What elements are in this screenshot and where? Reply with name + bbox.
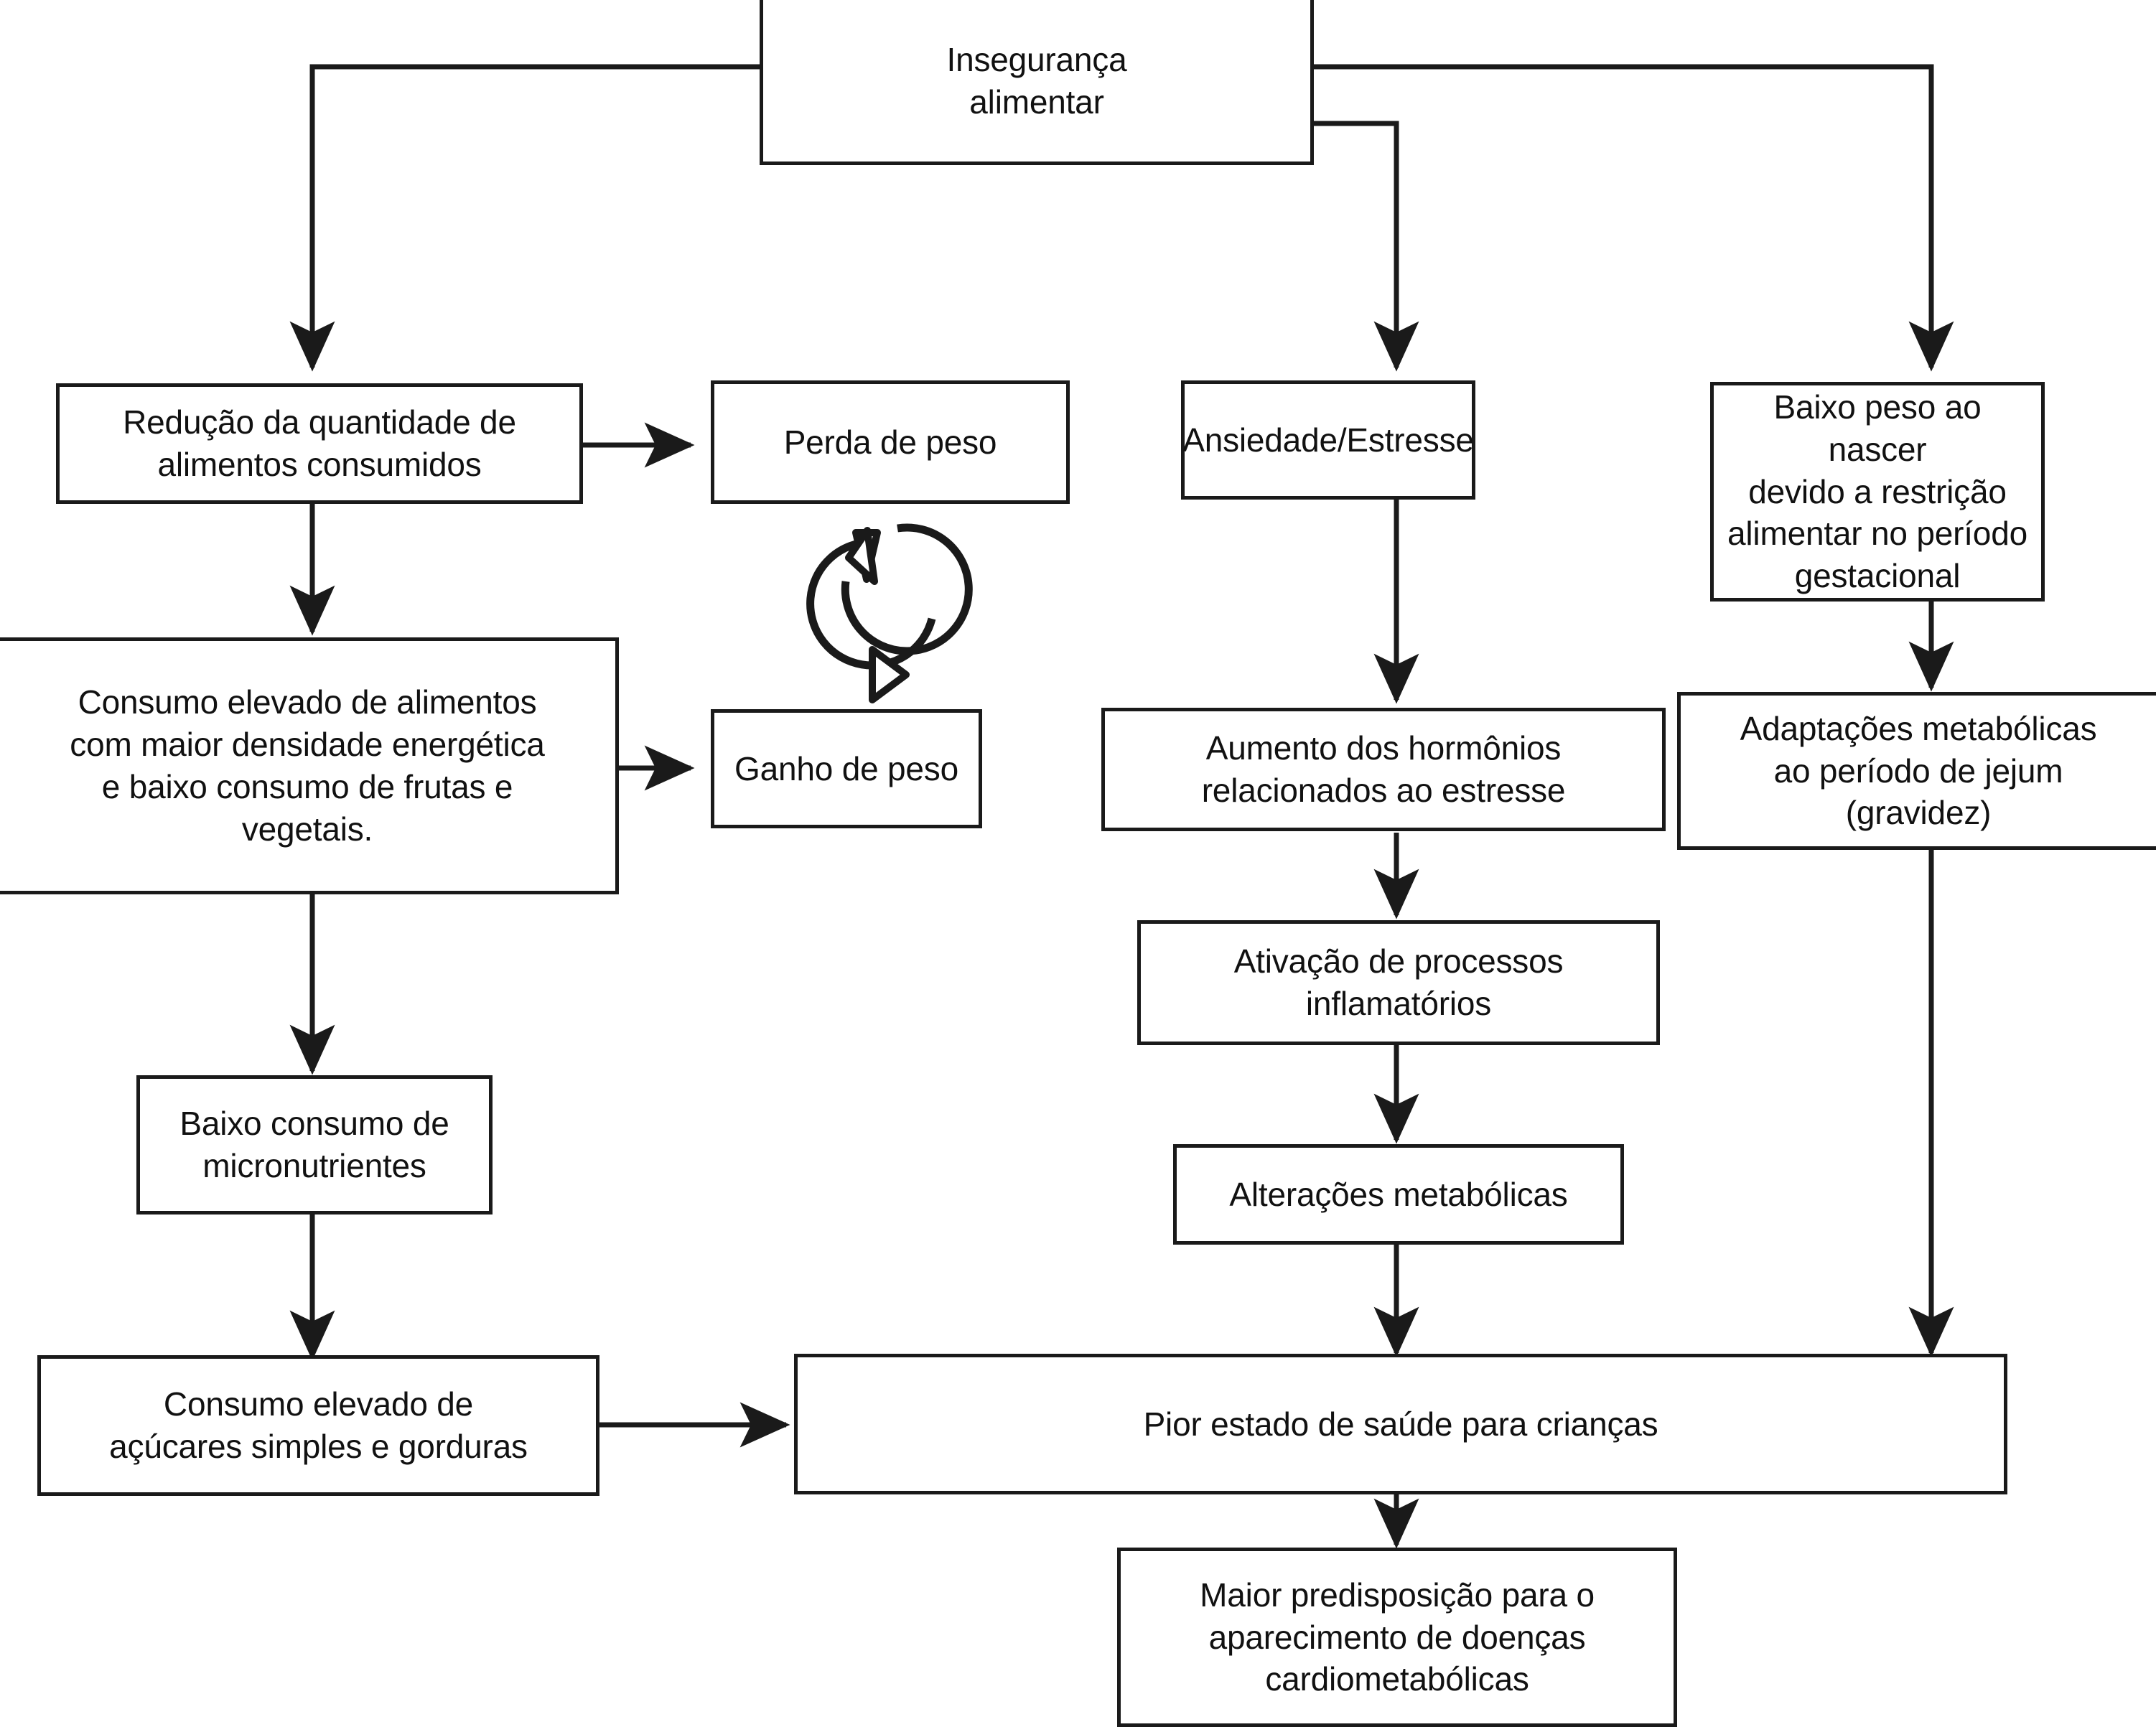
node-consumo-elevado-acucares-gorduras[interactable]: Consumo elevado de açúcares simples e go… — [37, 1355, 599, 1496]
node-consumo-elevado-alimentos-densidade[interactable]: Consumo elevado de alimentos com maior d… — [0, 637, 619, 894]
node-label: Consumo elevado de alimentos com maior d… — [70, 683, 545, 848]
node-baixo-consumo-micronutrientes[interactable]: Baixo consumo de micronutrientes — [136, 1075, 493, 1214]
node-aumento-hormonios-estresse[interactable]: Aumento dos hormônios relacionados ao es… — [1101, 708, 1666, 831]
node-ativacao-processos-inflamatorios[interactable]: Ativação de processos inflamatórios — [1137, 920, 1660, 1045]
node-ganho-de-peso[interactable]: Ganho de peso — [711, 709, 982, 828]
edge-root-to-baixopeso — [1314, 64, 1954, 372]
node-label: Maior predisposição para o aparecimento … — [1200, 1576, 1595, 1698]
node-label: Ansiedade/Estresse — [1182, 421, 1474, 459]
node-pior-estado-saude-criancas[interactable]: Pior estado de saúde para crianças — [794, 1354, 2007, 1494]
node-label: Adaptações metabólicas ao período de jej… — [1740, 709, 2097, 832]
node-label: Aumento dos hormônios relacionados ao es… — [1201, 729, 1566, 809]
node-label: Pior estado de saúde para crianças — [1143, 1405, 1658, 1443]
node-label: Ativação de processos inflamatórios — [1233, 942, 1564, 1022]
node-alteracoes-metabolicas[interactable]: Alterações metabólicas — [1173, 1144, 1624, 1245]
node-insegucanca-alimentar[interactable]: Insegurança alimentar — [760, 0, 1314, 165]
node-reducao-quantidade-alimentos[interactable]: Redução da quantidade de alimentos consu… — [56, 383, 583, 504]
node-label: Baixo consumo de micronutrientes — [179, 1105, 449, 1184]
node-label: Baixo peso ao nascer devido a restrição … — [1727, 388, 2027, 595]
node-label: Alterações metabólicas — [1229, 1175, 1568, 1213]
node-adaptacoes-metabolicas-jejum[interactable]: Adaptações metabólicas ao período de jej… — [1677, 692, 2156, 850]
node-label: Ganho de peso — [734, 749, 958, 787]
node-label: Redução da quantidade de alimentos consu… — [123, 403, 516, 483]
node-baixo-peso-ao-nascer[interactable]: Baixo peso ao nascer devido a restrição … — [1710, 382, 2045, 602]
node-label: Consumo elevado de açúcares simples e go… — [109, 1385, 528, 1465]
edge-root-to-ansiedade — [1314, 121, 1419, 372]
node-maior-predisposicao-cardiometabolicas[interactable]: Maior predisposição para o aparecimento … — [1117, 1548, 1677, 1727]
node-label: Perda de peso — [783, 423, 997, 461]
node-label: Insegurança alimentar — [946, 40, 1127, 121]
node-perda-de-peso[interactable]: Perda de peso — [711, 380, 1070, 504]
cycle-arrows-icon — [806, 523, 973, 703]
node-ansiedade-estresse[interactable]: Ansiedade/Estresse — [1181, 380, 1475, 500]
edge-root-to-reducao — [289, 64, 760, 372]
